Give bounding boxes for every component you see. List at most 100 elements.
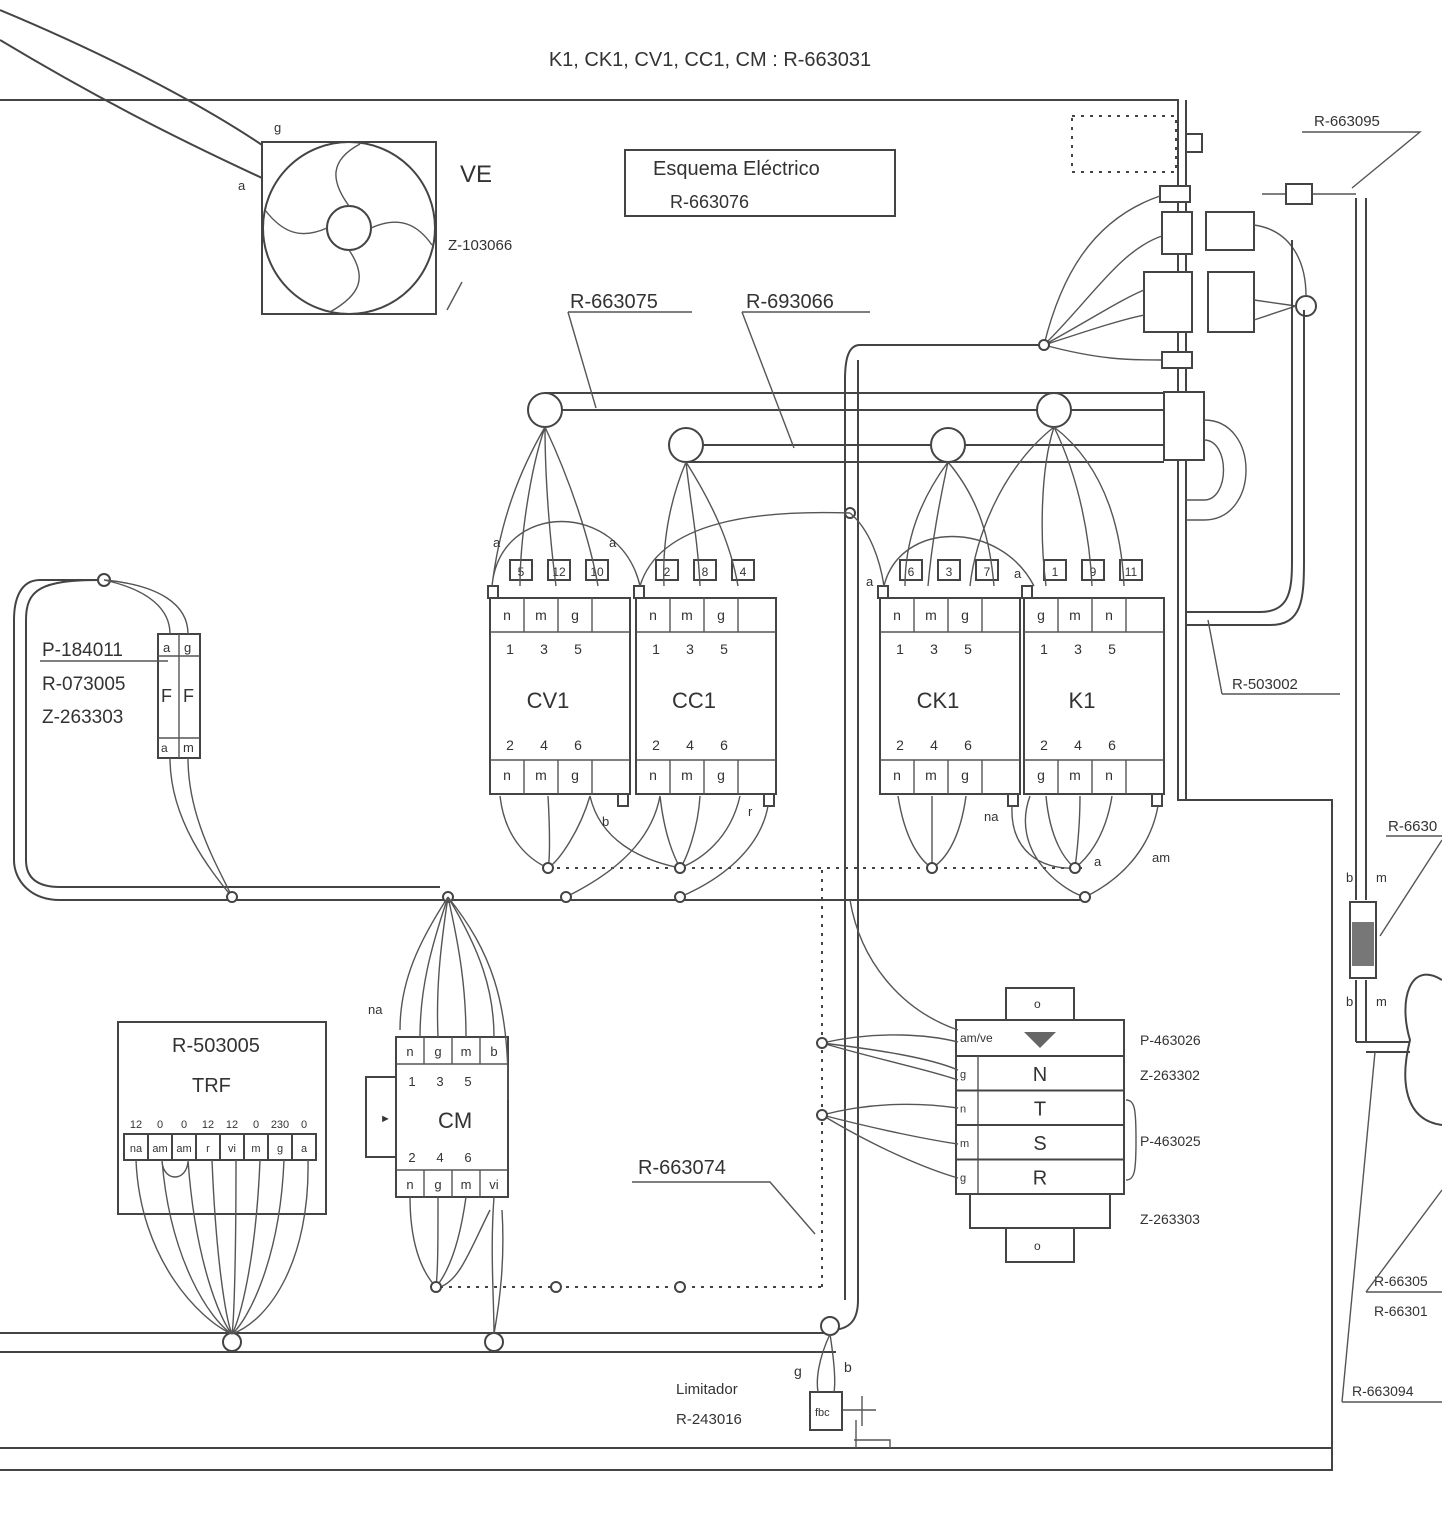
cm-bottom: m: [461, 1177, 472, 1192]
aux-terminal: 6: [908, 565, 915, 579]
terminal-row: R: [1033, 1168, 1047, 1190]
terminal-top: g: [1037, 607, 1045, 623]
terminal-bottom: m: [681, 767, 693, 783]
title-box-ref: R-663076: [670, 192, 749, 212]
contactor-name: CV1: [527, 688, 570, 713]
svg-text:m: m: [183, 740, 194, 755]
pole-in: 1: [1040, 641, 1048, 657]
bus-node-5: [560, 891, 572, 903]
bus-node-2: [674, 862, 686, 874]
terminal-top: m: [535, 607, 547, 623]
pole-in: 5: [574, 641, 582, 657]
terminal-top: n: [503, 607, 511, 623]
harness-label-1: R-663075: [570, 291, 658, 313]
plug-1: [1159, 185, 1191, 203]
svg-text:m: m: [1376, 994, 1387, 1009]
wire-label-a2: a: [609, 535, 617, 550]
limiter: fbc g b Limitador R-243016: [676, 1333, 891, 1448]
fan-cable-arc: [0, 9, 263, 179]
fuse-ref-1: P-184011: [42, 640, 123, 661]
pole-in: 5: [964, 641, 972, 657]
wire-label-r: r: [748, 804, 753, 819]
terminal-top: m: [681, 607, 693, 623]
svg-text:am/ve: am/ve: [960, 1031, 993, 1045]
harness-top: [545, 392, 1164, 463]
terminal-bottom: n: [893, 767, 901, 783]
terminal-left: n: [960, 1104, 966, 1116]
cm-out: 4: [436, 1150, 443, 1165]
junction-cv1: [527, 392, 563, 428]
aux-terminal: 7: [984, 565, 991, 579]
pole-out: 4: [540, 737, 548, 753]
pole-in: 5: [1108, 641, 1116, 657]
plug-2: [1161, 211, 1193, 255]
svg-text:o: o: [1034, 997, 1041, 1011]
harness-label-2: R-693066: [746, 291, 834, 313]
aux-terminal: 9: [1090, 565, 1097, 579]
bus-node-6: [674, 891, 686, 903]
terminal-bottom: g: [961, 767, 969, 783]
terminal-bottom: n: [1105, 767, 1113, 783]
pole-out: 6: [720, 737, 728, 753]
cm-top: g: [434, 1044, 441, 1059]
pole-in: 3: [930, 641, 938, 657]
svg-text:R-503005: R-503005: [172, 1035, 260, 1057]
pole-in: 5: [720, 641, 728, 657]
svg-text:R-66301: R-66301: [1374, 1303, 1428, 1319]
terminal-ref-3: P-463025: [1140, 1133, 1201, 1149]
wire-label-a4: a: [1014, 566, 1022, 581]
cm-out: 6: [464, 1150, 471, 1165]
cm-top: n: [406, 1044, 413, 1059]
aux-terminal: 10: [590, 565, 604, 579]
panel-plug: [1185, 133, 1203, 153]
wire-label-na: na: [984, 809, 999, 824]
trf-volt: 0: [253, 1119, 259, 1131]
junction-trf: [222, 1332, 242, 1352]
aux-terminal: 11: [1125, 565, 1138, 579]
terminal-ref-1: P-463026: [1140, 1032, 1201, 1048]
pole-in: 3: [686, 641, 694, 657]
svg-text:b: b: [1346, 870, 1353, 885]
trf-wire: am: [176, 1143, 191, 1155]
fuse-ref-3: Z-263303: [42, 707, 123, 728]
terminal-top: m: [1069, 607, 1081, 623]
title-box: [624, 149, 896, 217]
terminal-bottom: m: [535, 767, 547, 783]
aux-terminal: 2: [664, 565, 671, 579]
cm-top: m: [461, 1044, 472, 1059]
terminal-ref-2: Z-263302: [1140, 1067, 1200, 1083]
svg-text:m: m: [1376, 870, 1387, 885]
fan-wire-g: g: [274, 120, 281, 135]
svg-text:o: o: [1034, 1239, 1041, 1253]
terminal-bottom: n: [503, 767, 511, 783]
fuse-ref-2: R-073005: [42, 674, 125, 695]
aux-terminal: 12: [552, 565, 566, 579]
pole-out: 4: [930, 737, 938, 753]
aux-terminal: 1: [1052, 565, 1059, 579]
terminal-row: S: [1033, 1133, 1046, 1155]
terminal-left: g: [960, 1173, 966, 1185]
terminal-top: m: [925, 607, 937, 623]
terminal-bottom: n: [649, 767, 657, 783]
cm-bottom: n: [406, 1177, 413, 1192]
junction-right: [1295, 295, 1317, 317]
cm-in: 1: [408, 1074, 415, 1089]
contactor-name: CC1: [672, 688, 716, 713]
wire-label-a5: a: [1094, 854, 1102, 869]
trf-volt: 230: [271, 1119, 289, 1131]
terminal-row: N: [1033, 1064, 1047, 1086]
trf-wire: a: [301, 1143, 308, 1155]
svg-text:fbc: fbc: [815, 1407, 830, 1419]
trf-volt: 12: [226, 1119, 238, 1131]
pole-in: 1: [652, 641, 660, 657]
trf-volt: 0: [181, 1119, 187, 1131]
right-side-assembly: R-663095 R-6630 b m b m R-66305 R-66301 …: [1262, 113, 1442, 1403]
fan-ref: Z-103066: [448, 237, 512, 254]
terminal-top: n: [1105, 607, 1113, 623]
junction-limiter: [820, 1316, 840, 1336]
svg-text:b: b: [844, 1359, 852, 1375]
